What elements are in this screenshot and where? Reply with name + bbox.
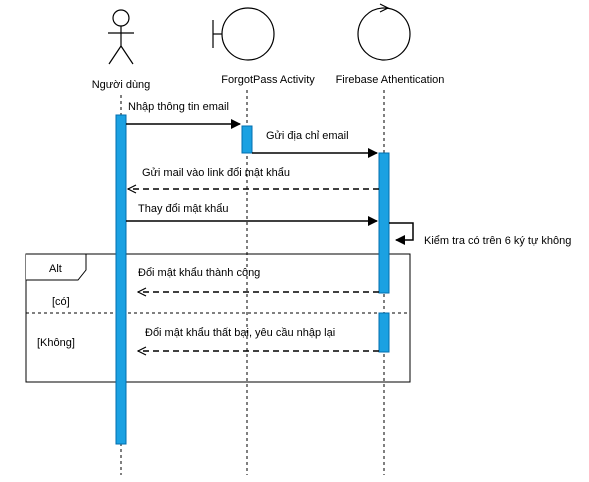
message-label-1: Nhập thông tin email xyxy=(128,101,229,113)
alt-fragment xyxy=(25,253,411,383)
participant-label-firebase: Firebase Athentication xyxy=(336,74,445,86)
activation-forgotpass xyxy=(241,125,253,154)
message-label-2: Gửi địa chỉ email xyxy=(266,130,349,142)
activation-firebase-2 xyxy=(378,312,390,353)
message-label-6: Đổi mật khẩu thành công xyxy=(138,267,260,279)
alt-guard-no: [Không] xyxy=(37,337,75,349)
actor-icon xyxy=(108,9,134,65)
message-label-4: Thay đổi mật khẩu xyxy=(138,203,229,215)
activation-user xyxy=(115,114,127,445)
message-label-3: Gửi mail vào link đổi mật khẩu xyxy=(142,167,290,179)
alt-guard-yes: [có] xyxy=(52,296,70,308)
message-arrow-5-self xyxy=(389,222,414,245)
activation-firebase-1 xyxy=(378,152,390,294)
control-icon xyxy=(357,3,411,61)
message-label-7: Đổi mật khẩu thất bại, yêu cầu nhập lại xyxy=(145,327,335,339)
participant-label-user: Người dùng xyxy=(92,79,151,91)
boundary-icon xyxy=(212,7,275,61)
participant-label-forgotpass: ForgotPass Activity xyxy=(221,74,315,86)
alt-operator-label: Alt xyxy=(49,263,62,275)
message-label-5: Kiểm tra có trên 6 ký tự không xyxy=(424,235,571,247)
